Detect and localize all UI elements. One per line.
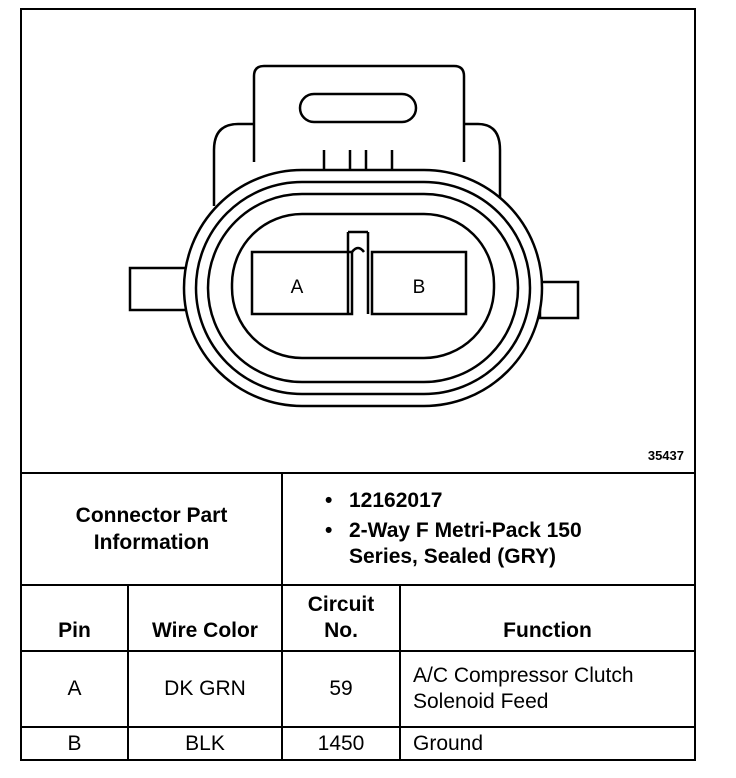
center-key-notch: [351, 246, 365, 253]
connector-latch: [252, 64, 466, 162]
connector-drawing: A B: [128, 64, 580, 408]
cavity-a: [250, 250, 354, 316]
header-pin: Pin: [22, 584, 129, 652]
function-cell: A/C Compressor Clutch Solenoid Feed: [399, 650, 694, 728]
part-number: 12162017: [325, 488, 694, 514]
housing-ring-2: [194, 180, 532, 396]
connector-shoulder-left: [212, 122, 254, 206]
connector-part-label-line2: Information: [93, 531, 210, 554]
connector-description: 2-Way F Metri-Pack 150 Series, Sealed (G…: [325, 518, 694, 570]
connector-part-label-line1: Connector Part: [75, 504, 228, 527]
cavity-a-label: A: [291, 277, 304, 298]
connector-shoulder-right: [464, 122, 502, 206]
connector-info-table: Connector Part Information 12162017 2-Wa…: [22, 472, 694, 760]
connector-part-details: 12162017 2-Way F Metri-Pack 150 Series, …: [281, 472, 694, 586]
housing-inner: [230, 212, 496, 360]
function-cell: Ground: [399, 726, 694, 760]
connector-part-info-row: Connector Part Information 12162017 2-Wa…: [22, 472, 694, 586]
wire-color-cell: DK GRN: [127, 650, 283, 728]
connector-frame: A B 35437 Connector Part Information 121…: [20, 8, 696, 761]
latch-slot: [298, 92, 418, 124]
table-row: B BLK 1450 Ground: [22, 726, 694, 760]
pin-cell: A: [22, 650, 129, 728]
wire-color-cell: BLK: [127, 726, 283, 760]
cavity-b: [370, 250, 468, 316]
table-header-row: Pin Wire Color Circuit No. Function: [22, 584, 694, 652]
connector-part-label: Connector Part Information: [22, 472, 283, 586]
header-wire-color: Wire Color: [127, 584, 283, 652]
header-function: Function: [399, 584, 694, 652]
side-tab-left: [128, 266, 188, 312]
pin-cell: B: [22, 726, 129, 760]
circuit-cell: 59: [281, 650, 401, 728]
side-tab-right: [538, 280, 580, 320]
cavity-b-label: B: [413, 277, 426, 298]
table-row: A DK GRN 59 A/C Compressor Clutch Soleno…: [22, 650, 694, 728]
figure-id: 35437: [647, 448, 684, 463]
header-circuit-no: Circuit No.: [281, 584, 401, 652]
center-key: [346, 230, 370, 314]
housing-ring-3: [206, 192, 520, 384]
circuit-cell: 1450: [281, 726, 401, 760]
housing-outer: [182, 168, 544, 408]
